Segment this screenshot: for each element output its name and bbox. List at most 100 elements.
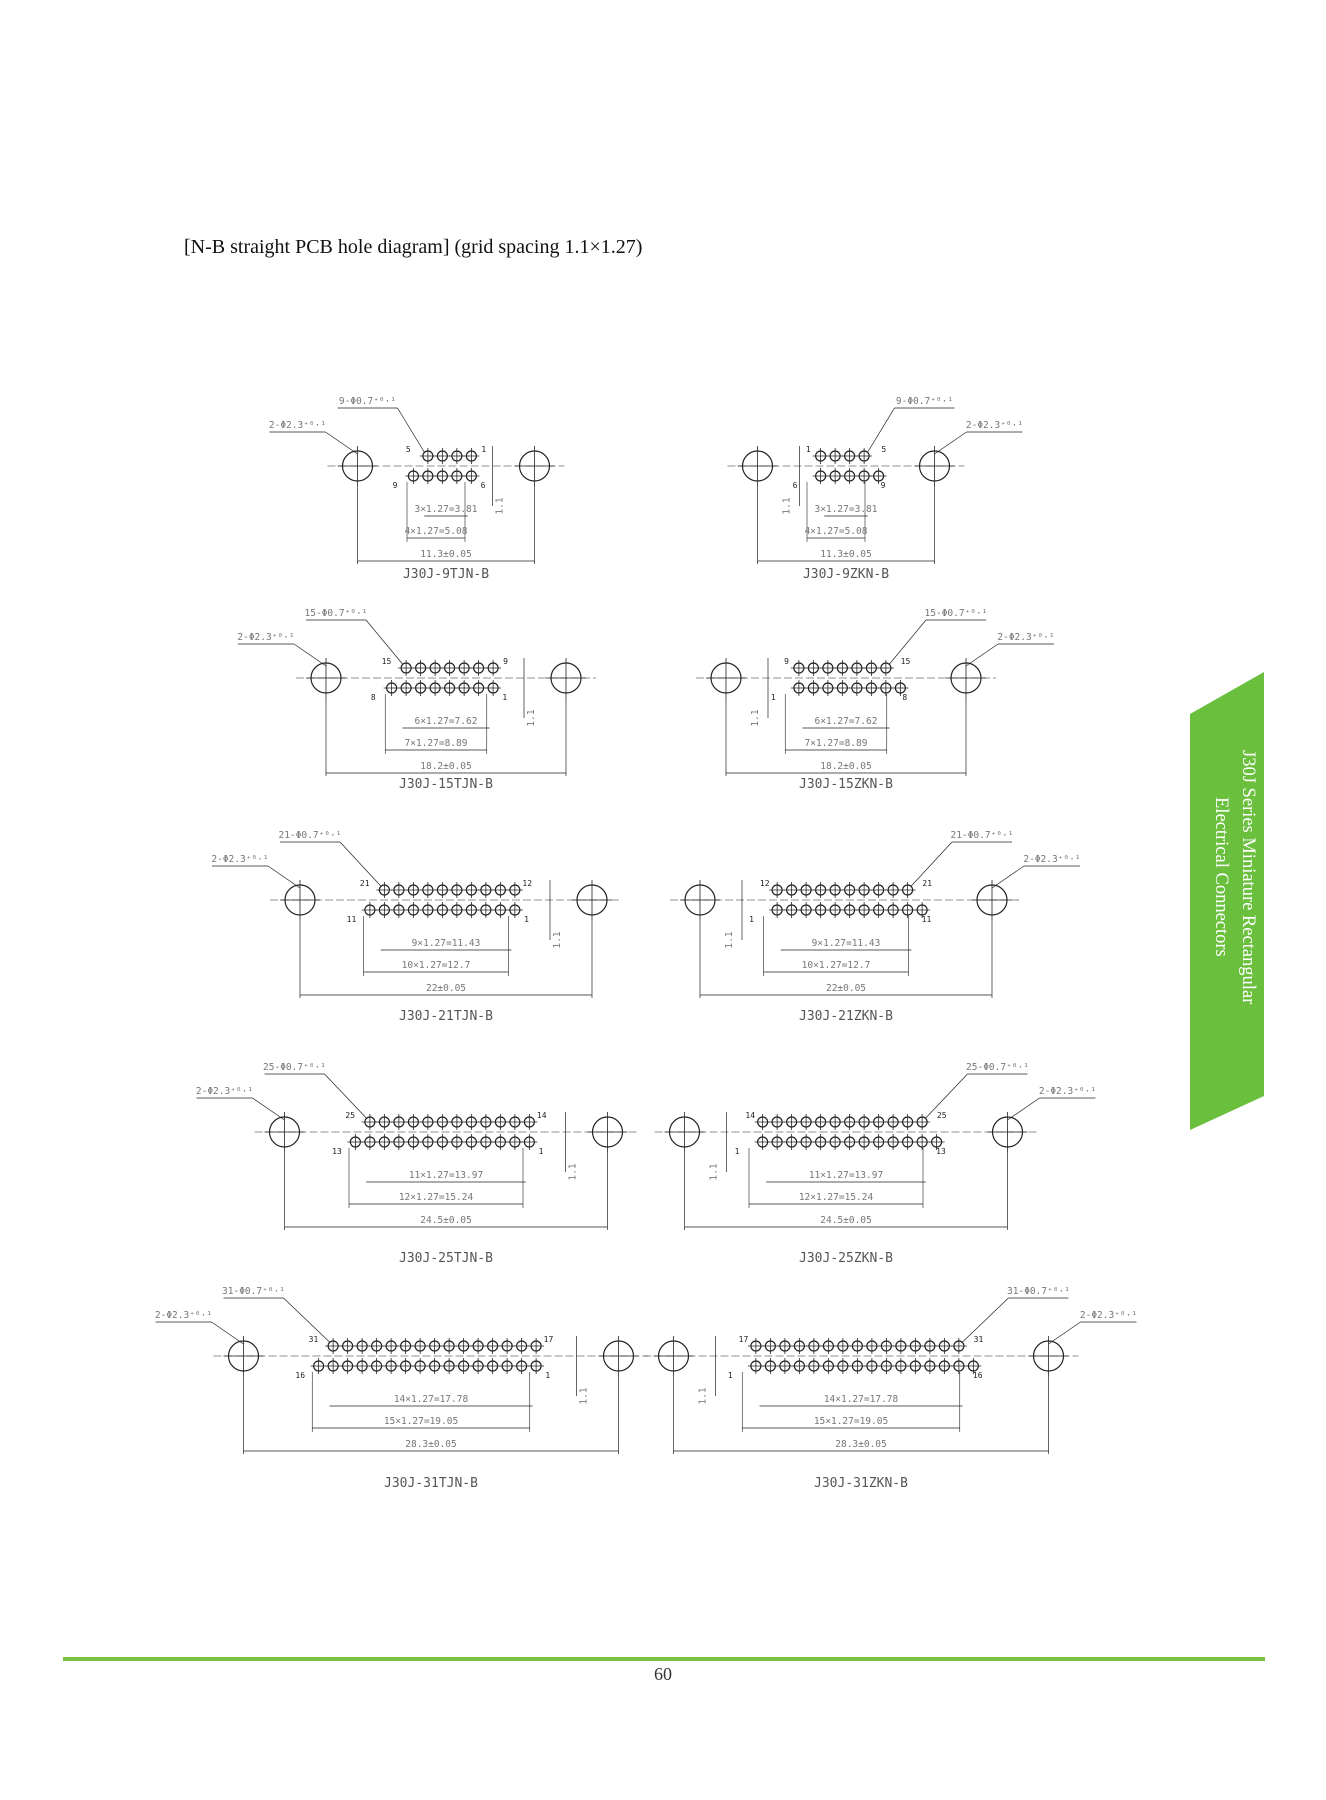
connector-drawing-7 <box>196 1073 638 1230</box>
connector-drawing-5 <box>212 841 622 998</box>
dimension-inner: 3×1.27=3.81 <box>815 504 878 515</box>
dimension-outer: 4×1.27=5.08 <box>405 526 468 537</box>
pin-number: 5 <box>881 445 886 454</box>
drawing-caption: J30J-9TJN-B <box>403 567 489 582</box>
dimension-total: 24.5±0.05 <box>420 1215 471 1226</box>
dimension-total: 28.3±0.05 <box>835 1439 886 1450</box>
connector-drawing-2 <box>727 407 1023 564</box>
dimension-total: 22±0.05 <box>826 983 866 994</box>
connector-drawing-3 <box>238 619 596 776</box>
mount-hole-callout: 2-Φ2.3⁺⁰·¹ <box>155 1310 212 1321</box>
pin-number: 21 <box>922 879 932 888</box>
mount-hole-callout: 2-Φ2.3⁺⁰·¹ <box>211 854 268 865</box>
dimension-pitch: 1.1 <box>526 709 537 726</box>
leader-line <box>267 865 301 889</box>
leader-line <box>339 841 382 887</box>
mount-hole-callout: 2-Φ2.3⁺⁰·¹ <box>966 420 1023 431</box>
leader-line <box>925 1073 968 1119</box>
leader-line <box>252 1097 285 1121</box>
dimension-outer: 12×1.27=15.24 <box>399 1192 474 1203</box>
drawing-caption: J30J-25TJN-B <box>399 1251 493 1266</box>
pin-number: 8 <box>371 693 376 702</box>
pin-number: 12 <box>522 879 532 888</box>
pin-number: 13 <box>332 1147 342 1156</box>
pin-number: 31 <box>309 1335 319 1344</box>
leader-line <box>889 619 927 665</box>
pin-number: 1 <box>502 693 507 702</box>
connector-drawing-1 <box>269 407 565 564</box>
dimension-pitch: 1.1 <box>724 931 735 948</box>
page-number: 60 <box>654 1664 672 1684</box>
dimension-pitch: 1.1 <box>709 1163 720 1180</box>
dimension-total: 18.2±0.05 <box>820 761 871 772</box>
dimension-total: 11.3±0.05 <box>820 549 871 560</box>
pin-number: 1 <box>481 445 486 454</box>
footer-rule <box>63 1657 1265 1661</box>
dimension-total: 22±0.05 <box>426 983 466 994</box>
leader-line <box>365 619 403 665</box>
drawing-caption: J30J-15TJN-B <box>399 777 493 792</box>
drawing-caption: J30J-31ZKN-B <box>814 1476 908 1491</box>
dimension-outer: 7×1.27=8.89 <box>405 738 468 749</box>
dimension-pitch: 1.1 <box>579 1387 590 1404</box>
leader-line <box>991 865 1025 889</box>
dimension-outer: 10×1.27=12.7 <box>802 960 871 971</box>
pin-number: 17 <box>544 1335 554 1344</box>
side-tab-text: J30J Series Miniature Rectangular Electr… <box>1195 672 1261 1072</box>
pin-number: 1 <box>728 1371 733 1380</box>
pin-number: 1 <box>806 445 811 454</box>
dimension-outer: 15×1.27=19.05 <box>384 1416 458 1427</box>
pin-number: 9 <box>503 657 508 666</box>
pin-number: 1 <box>524 915 529 924</box>
dimension-outer: 10×1.27=12.7 <box>402 960 471 971</box>
side-tab-line1: J30J Series Miniature Rectangular <box>1238 749 1258 1005</box>
leader-line <box>325 431 358 455</box>
drawing-caption: J30J-9ZKN-B <box>803 567 889 582</box>
pin-number: 6 <box>481 481 486 490</box>
dimension-inner: 14×1.27=17.78 <box>824 1394 899 1405</box>
pin-hole-callout: 21-Φ0.7⁺⁰·¹ <box>951 830 1014 841</box>
pin-number: 9 <box>393 481 398 490</box>
leader-line <box>211 1321 244 1345</box>
pin-number: 9 <box>881 481 886 490</box>
mount-hole-callout: 2-Φ2.3⁺⁰·¹ <box>997 632 1054 643</box>
pin-number: 11 <box>347 915 357 924</box>
leader-line <box>1048 1321 1081 1345</box>
pin-number: 14 <box>537 1111 547 1120</box>
side-tab-line2: Electrical Connectors <box>1211 797 1231 957</box>
pin-hole-callout: 25-Φ0.7⁺⁰·¹ <box>966 1062 1029 1073</box>
pin-hole-callout: 21-Φ0.7⁺⁰·¹ <box>279 830 342 841</box>
dimension-outer: 12×1.27=15.24 <box>799 1192 874 1203</box>
mount-hole-callout: 2-Φ2.3⁺⁰·¹ <box>237 632 294 643</box>
pin-number: 8 <box>902 693 907 702</box>
pin-number: 1 <box>735 1147 740 1156</box>
dimension-total: 11.3±0.05 <box>420 549 471 560</box>
pin-number: 21 <box>360 879 370 888</box>
pin-number: 15 <box>382 657 392 666</box>
dimension-outer: 4×1.27=5.08 <box>805 526 868 537</box>
connector-drawing-8 <box>654 1073 1096 1230</box>
pin-number: 16 <box>973 1371 983 1380</box>
pin-number: 25 <box>345 1111 355 1120</box>
pin-number: 13 <box>936 1147 946 1156</box>
pin-number: 17 <box>739 1335 749 1344</box>
pin-number: 1 <box>539 1147 544 1156</box>
dimension-inner: 3×1.27=3.81 <box>415 504 478 515</box>
drawing-caption: J30J-15ZKN-B <box>799 777 893 792</box>
dimension-pitch: 1.1 <box>568 1163 579 1180</box>
dimension-inner: 11×1.27=13.97 <box>409 1170 483 1181</box>
leader-line <box>910 841 953 887</box>
dimension-inner: 11×1.27=13.97 <box>809 1170 883 1181</box>
pin-number: 16 <box>295 1371 305 1380</box>
dimension-inner: 6×1.27=7.62 <box>815 716 878 727</box>
pin-number: 31 <box>974 1335 984 1344</box>
pin-number: 11 <box>922 915 932 924</box>
leader-line <box>324 1073 367 1119</box>
connector-drawing-9 <box>155 1297 649 1454</box>
dimension-pitch: 1.1 <box>698 1387 709 1404</box>
drawing-caption: J30J-21ZKN-B <box>799 1009 893 1024</box>
pin-hole-callout: 9-Φ0.7⁺⁰·¹ <box>896 396 953 407</box>
pin-number: 14 <box>745 1111 755 1120</box>
